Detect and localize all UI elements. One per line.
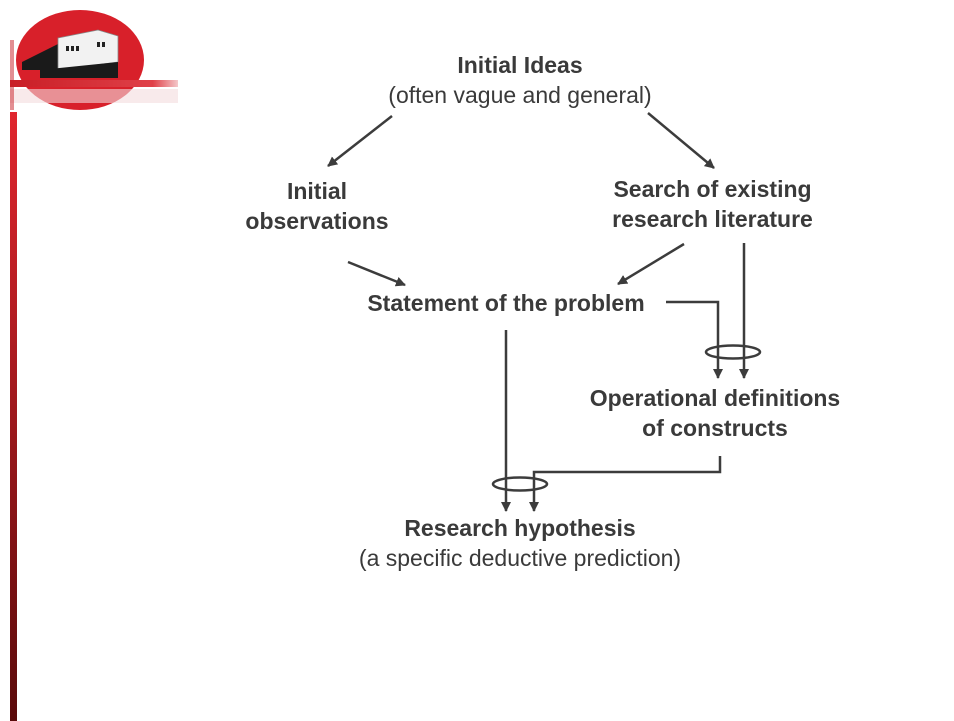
arrow-ideas-to-observations (327, 115, 393, 167)
node-operational-definitions: Operational definitions of constructs (565, 383, 865, 443)
arrow-ideas-to-literature (647, 112, 715, 169)
arrow-operational-to-hypothesis (529, 456, 722, 512)
operational-definitions-line1: Operational definitions (589, 385, 841, 411)
node-research-hypothesis: Research hypothesis (a specific deductiv… (328, 513, 712, 573)
research-hypothesis-title: Research hypothesis (404, 515, 636, 541)
arrow-literature-to-statement (617, 242, 685, 286)
university-logo (10, 10, 178, 721)
arrow-statement-to-operational (666, 300, 723, 379)
statement-problem-label: Statement of the problem (367, 290, 645, 316)
junction-hypothesis (491, 476, 549, 492)
initial-observations-line2: observations (245, 208, 389, 234)
node-statement-problem: Statement of the problem (340, 288, 672, 318)
search-literature-line2: research literature (612, 206, 813, 232)
search-literature-line1: Search of existing (613, 176, 812, 202)
left-accent-bar (10, 112, 17, 721)
operational-definitions-line2: of constructs (642, 415, 788, 441)
arrow-observations-to-statement (347, 260, 406, 287)
junction-operational (704, 344, 762, 360)
node-initial-ideas: Initial Ideas (often vague and general) (360, 50, 680, 110)
research-hypothesis-subtitle: (a specific deductive prediction) (358, 545, 682, 571)
node-initial-observations: Initial observations (222, 176, 412, 236)
header-stripe (10, 80, 178, 87)
initial-observations-line1: Initial (286, 178, 348, 204)
initial-ideas-title: Initial Ideas (457, 52, 583, 78)
initial-ideas-subtitle: (often vague and general) (388, 82, 652, 108)
node-search-literature: Search of existing research literature (585, 174, 840, 234)
